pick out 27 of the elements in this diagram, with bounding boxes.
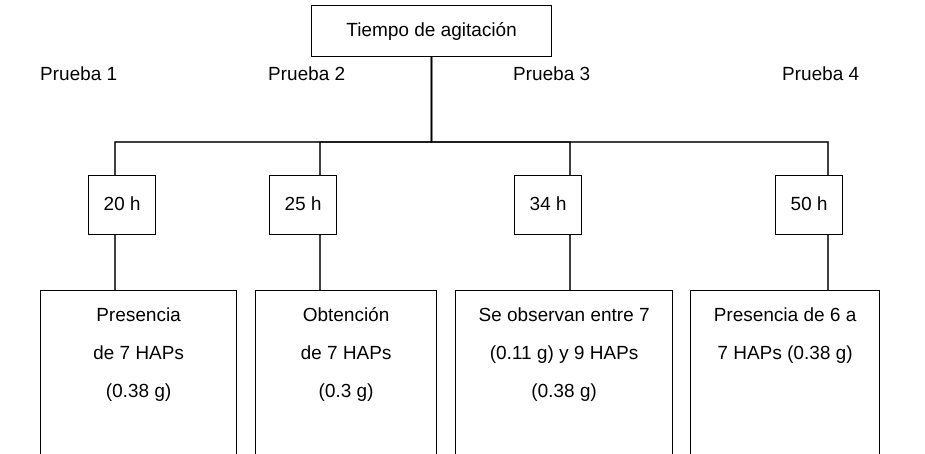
box-text: 25 h <box>284 194 322 216</box>
box-text: Tiempo de agitación <box>346 20 517 42</box>
box-text: Presencia de 7 HAPs (0.38 g) <box>92 304 185 404</box>
box-text: Presencia de 6 a 7 HAPs (0.38 g) <box>712 304 858 366</box>
test-label: Prueba 3 <box>513 64 590 86</box>
test-label: Prueba 2 <box>268 64 346 86</box>
box-text: 34 h <box>530 194 566 216</box>
test-label: Prueba 1 <box>40 64 118 86</box>
connector-line <box>430 57 829 175</box>
test-label: Prueba 4 <box>782 64 860 86</box>
connector-line <box>569 235 571 290</box>
time-box <box>269 175 337 235</box>
result-box <box>455 290 673 454</box>
connector-line <box>114 235 116 290</box>
result-box <box>690 290 880 454</box>
connector-line <box>319 235 321 290</box>
result-box <box>40 290 237 454</box>
time-box <box>775 175 843 235</box>
time-box <box>514 175 582 235</box>
box-text: Se observan entre 7 (0.11 g) y 9 HAPs (0.38 g) <box>477 304 651 404</box>
box-text: Obtención de 7 HAPs (0.3 g) <box>300 304 392 404</box>
box-text: 50 h <box>790 194 828 216</box>
title-box <box>311 5 552 57</box>
result-box <box>255 290 437 454</box>
connector-line <box>827 235 829 290</box>
time-box <box>88 175 156 235</box>
box-text: 20 h <box>104 194 140 216</box>
